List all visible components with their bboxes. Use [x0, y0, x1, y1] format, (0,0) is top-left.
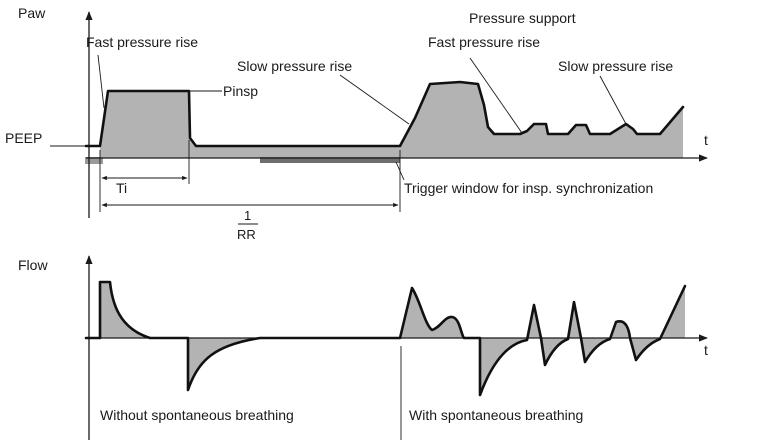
flow-area-spont-1-exp [480, 338, 527, 395]
flow-axis-label: Flow [18, 257, 48, 273]
flow-area-mandatory-insp [100, 282, 150, 338]
fraction-denominator: RR [237, 227, 256, 242]
paw-axis-label: Paw [18, 5, 46, 21]
flow-area-spont-4-exp [630, 338, 660, 360]
trigger-window-bar [260, 157, 400, 163]
pressure-area [100, 82, 683, 158]
flow-waveform [84, 280, 687, 397]
flow-panel: Flow t Without spontaneous breathing Wit… [18, 255, 708, 440]
fast-rise-label-left: Fast pressure rise [86, 34, 198, 50]
flow-area-spont-2 [527, 305, 541, 338]
leader-fast-rise-left [97, 54, 105, 109]
t-axis-label-bottom: t [704, 342, 708, 358]
leader-pressure-support [469, 57, 523, 134]
fast-rise-label-right: Fast pressure rise [428, 34, 540, 50]
ti-label: Ti [116, 180, 127, 196]
pressure-panel: Paw t PEEP Pinsp Ti 1 RR Fast pressure r… [5, 5, 708, 242]
peep-label: PEEP [5, 130, 42, 146]
leader-slow-rise-right [599, 75, 627, 125]
t-axis-label-top: t [704, 132, 708, 148]
with-spont-label: With spontaneous breathing [409, 407, 583, 423]
pinsp-label: Pinsp [223, 83, 258, 99]
pressure-support-label: Pressure support [469, 10, 576, 26]
fraction-numerator: 1 [244, 208, 251, 223]
pressure-waveform [84, 80, 685, 148]
without-spont-label: Without spontaneous breathing [100, 407, 294, 423]
flow-area-spont-3 [568, 302, 581, 338]
flow-area-mandatory-exp [188, 338, 260, 390]
peep-marker-bar [85, 157, 103, 164]
flow-area-spont-1 [400, 288, 464, 338]
trigger-window-label: Trigger window for insp. synchronization [404, 180, 653, 196]
leader-slow-rise-mid [339, 74, 410, 125]
slow-rise-label-mid: Slow pressure rise [237, 58, 352, 74]
slow-rise-label-right: Slow pressure rise [558, 58, 673, 74]
